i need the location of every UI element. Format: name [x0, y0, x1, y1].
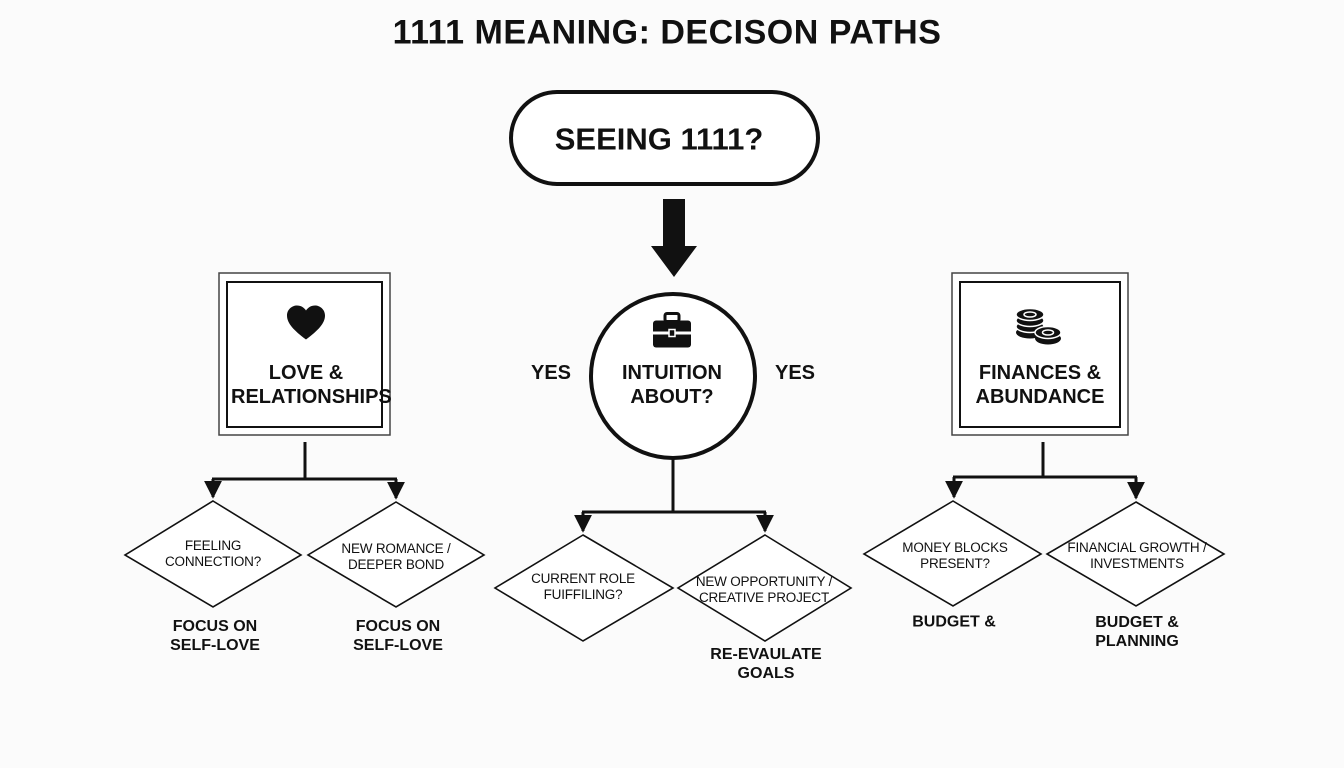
diagram-title: 1111 MEANING: DECISON PATHS [392, 13, 942, 52]
question-money-blocks: MONEY BLOCKS PRESENT? [902, 539, 1008, 571]
outcome-financial-growth: BUDGET & PLANNING [1095, 613, 1179, 650]
love-box-outer [218, 272, 391, 436]
love-box-inner [226, 281, 383, 428]
question-new-opportunity: NEW OPPORTUNITY / CREATIVE PROJECT [695, 573, 833, 605]
start-label: SEEING 1111? [554, 121, 764, 157]
finance-box-inner [959, 281, 1121, 428]
question-feeling-connection: FEELING CONNECTION? [164, 537, 262, 569]
love-connectors [204, 442, 405, 500]
outcome-new-romance: FOCUS ON SELF-LOVE [353, 617, 443, 654]
question-current-role: CURRENT ROLE FUIFFILING? [531, 570, 635, 602]
coins-icon [1013, 303, 1063, 352]
briefcase-icon [651, 312, 693, 355]
question-financial-growth: FINANCIAL GROWTH / INVESTMENTS [1067, 539, 1207, 571]
intuition-label: INTUITION ABOUT? [622, 362, 722, 408]
outcome-new-opportunity: RE-EVAULATE GOALS [710, 645, 822, 682]
finance-connectors [945, 442, 1145, 500]
love-label: LOVE & RELATIONSHIPS [231, 362, 392, 408]
finance-label: FINANCES & ABUNDANCE [975, 362, 1105, 408]
yes-label-left: YES [530, 362, 572, 384]
diamond-feeling-connection [123, 500, 303, 608]
down-arrow [651, 199, 697, 277]
outcome-money-blocks: BUDGET & [912, 613, 996, 631]
diamond-new-opportunity [676, 534, 853, 642]
outcome-feeling-connection: FOCUS ON SELF-LOVE [170, 617, 260, 654]
diamond-new-romance [306, 501, 486, 608]
yes-label-right: YES [774, 362, 816, 384]
heart-icon [286, 305, 326, 347]
diamond-money-blocks [862, 500, 1043, 607]
diamond-financial-growth [1045, 501, 1226, 607]
question-new-romance: NEW ROMANCE / DEEPER BOND [341, 540, 451, 572]
center-connectors [574, 458, 774, 533]
finance-box-outer [951, 272, 1129, 436]
start-node [509, 90, 820, 186]
diamond-current-role [493, 534, 675, 642]
